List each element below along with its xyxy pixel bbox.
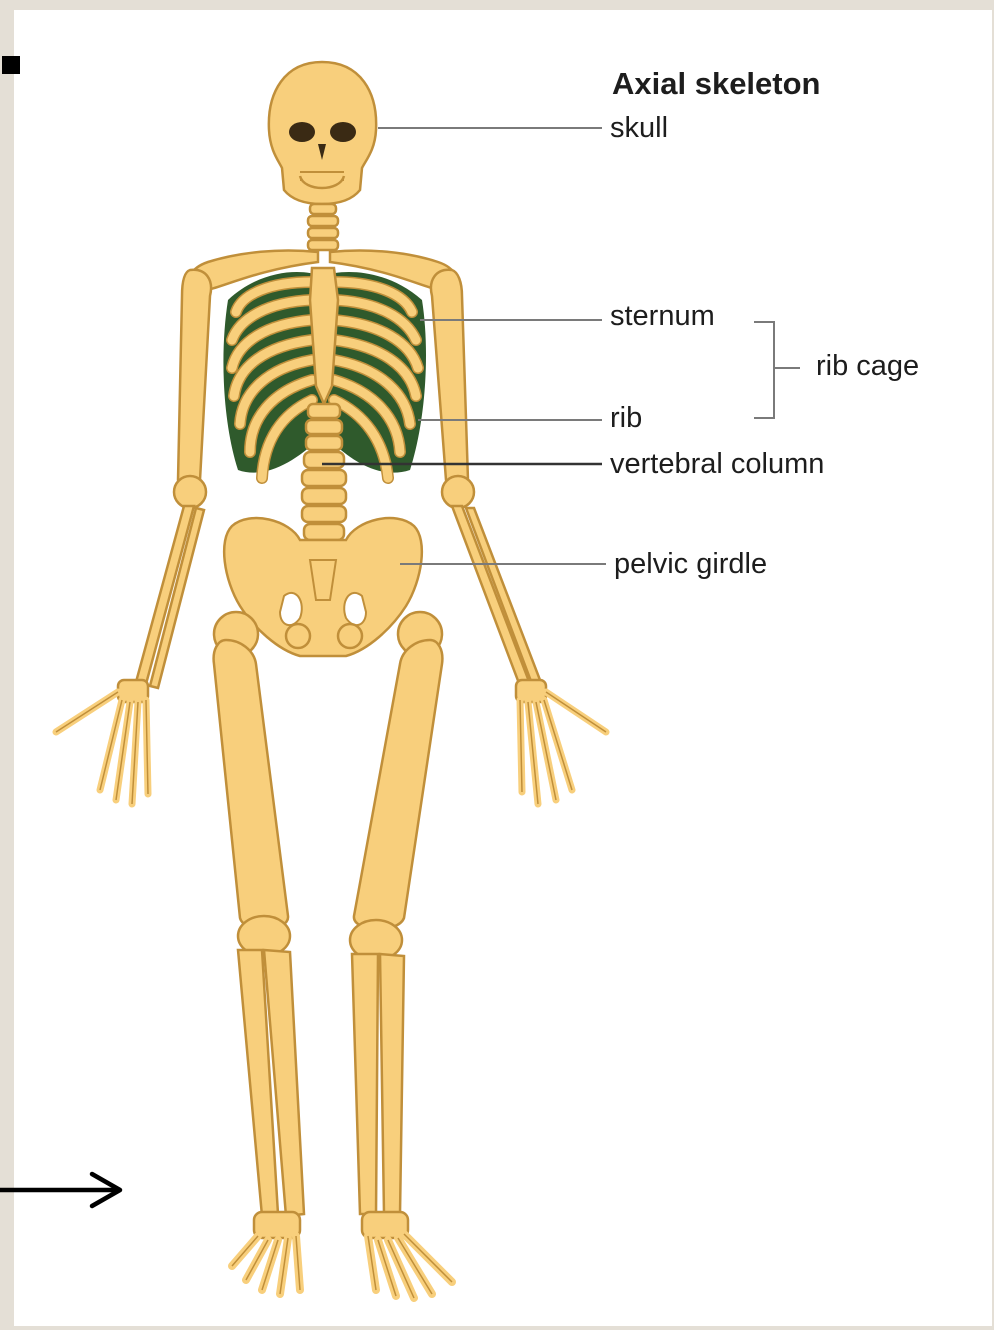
right-leg-bones	[350, 612, 452, 1298]
rib-cage-bracket	[754, 322, 800, 418]
right-arm-bones	[431, 270, 606, 804]
rib-cage-label: rib cage	[816, 352, 919, 381]
left-leg-bones	[214, 612, 304, 1294]
vertebral-column-label: vertebral column	[610, 450, 824, 479]
left-arm-bones	[56, 270, 211, 804]
axial-skeleton-heading: Axial skeleton	[612, 68, 820, 99]
skull-label: skull	[610, 114, 668, 143]
right-arrow-icon	[0, 1174, 120, 1206]
sternum-label: sternum	[610, 302, 715, 331]
pelvic-girdle-label: pelvic girdle	[614, 550, 767, 579]
skull-bone	[269, 62, 376, 204]
vertebral-column-bones	[302, 404, 346, 540]
neck-vertebrae	[308, 204, 338, 250]
rib-label: rib	[610, 404, 642, 433]
